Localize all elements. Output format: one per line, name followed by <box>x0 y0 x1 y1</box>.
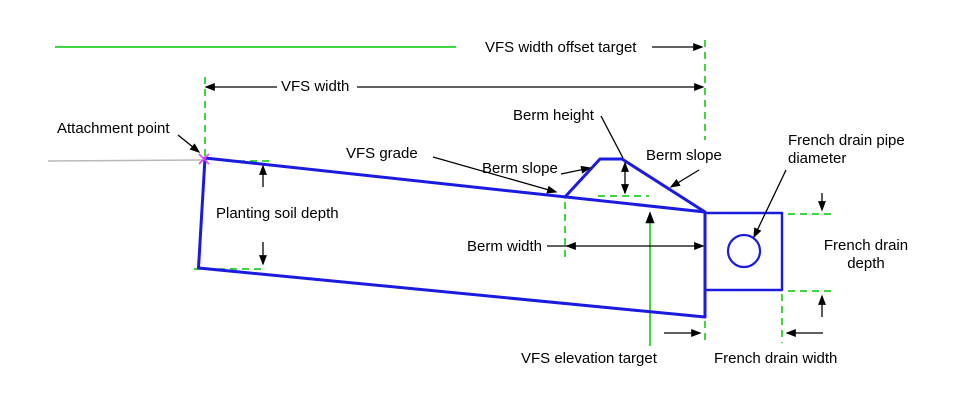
ground-reference-line <box>47 159 203 162</box>
attachment-marker-stroke-2 <box>198 153 210 165</box>
attachment-point-marker <box>198 153 210 165</box>
label-berm-width: Berm width <box>467 238 542 255</box>
label-french-drain-depth-line1: French drain <box>824 237 908 254</box>
french-drain-box <box>705 211 784 292</box>
dimension-lines-group <box>177 43 826 337</box>
label-planting-soil-depth: Planting soil depth <box>216 205 339 222</box>
berm-outline <box>562 157 706 214</box>
label-berm-height: Berm height <box>513 107 595 124</box>
vfs-grade-arrow <box>432 156 558 194</box>
berm-height-leader <box>600 115 624 159</box>
label-french-drain-depth-line2: depth <box>847 255 885 272</box>
labels-group: VFS width offset target VFS width Attach… <box>57 39 908 367</box>
label-berm-slope-left: Berm slope <box>482 160 558 177</box>
pipe-diameter-leader <box>753 169 787 239</box>
berm-slope-right-arrow <box>669 169 700 188</box>
label-french-drain-width: French drain width <box>714 350 837 367</box>
label-vfs-elevation-target: VFS elevation target <box>521 350 658 367</box>
label-vfs-grade: VFS grade <box>346 145 418 162</box>
label-vfs-width-offset-target: VFS width offset target <box>485 39 637 56</box>
label-berm-slope-right: Berm slope <box>646 147 722 164</box>
label-vfs-width: VFS width <box>281 78 349 95</box>
label-french-drain-pipe-diameter-line2: diameter <box>788 150 846 167</box>
blue-geometry-group <box>197 156 784 319</box>
french-drain-pipe-circle <box>726 233 762 269</box>
label-french-drain-pipe-diameter-line1: French drain pipe <box>788 132 905 149</box>
attachment-point-leader <box>177 134 201 153</box>
berm-slope-left-arrow <box>560 165 592 175</box>
vfs-soil-body-outline <box>197 156 707 319</box>
label-attachment-point: Attachment point <box>57 120 170 137</box>
